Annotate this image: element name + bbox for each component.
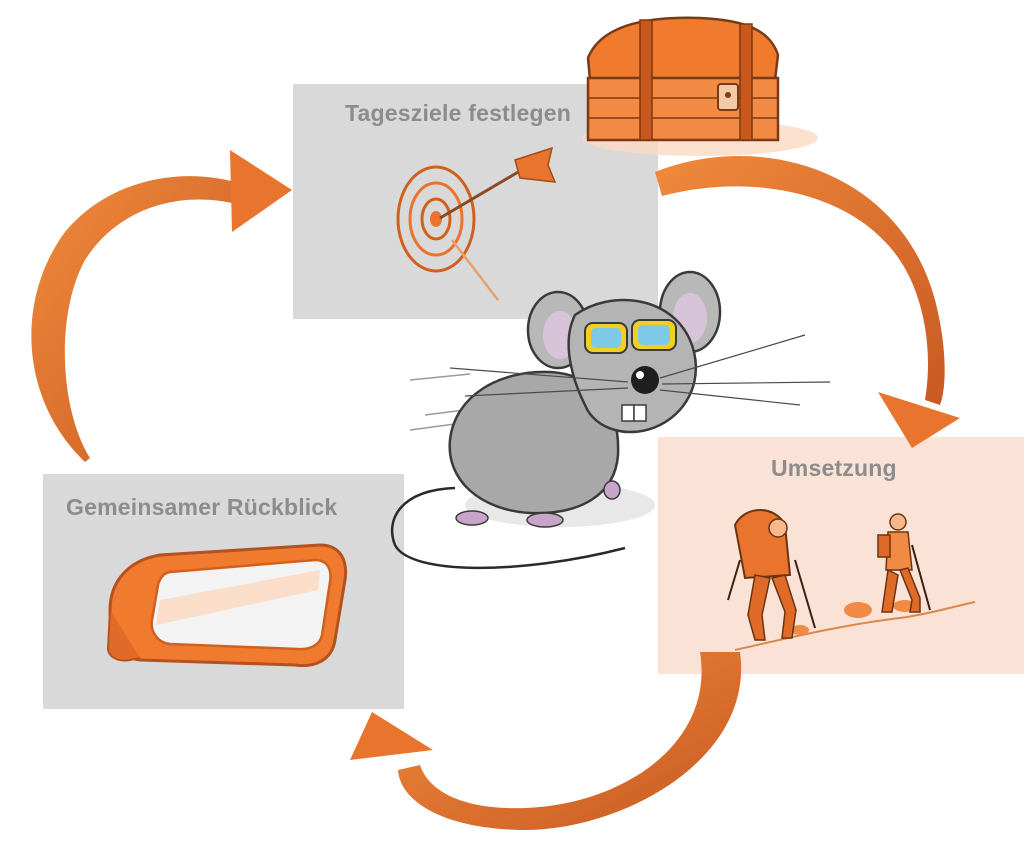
arrow-execution-to-review (350, 652, 742, 831)
arrow-review-to-goals (31, 150, 292, 462)
treasure-chest-icon (582, 16, 818, 156)
step-label-review: Gemeinsamer Rückblick (66, 494, 338, 520)
step-label-execution: Umsetzung (771, 455, 897, 481)
step-label-goals: Tagesziele festlegen (345, 100, 571, 126)
dart-target-icon (396, 146, 557, 301)
side-mirror-icon (106, 543, 348, 668)
mouse-with-goggles-icon (390, 270, 831, 570)
step-box-execution (658, 437, 1024, 674)
arrow-goals-to-execution (655, 155, 960, 448)
hikers-icon (727, 509, 976, 651)
